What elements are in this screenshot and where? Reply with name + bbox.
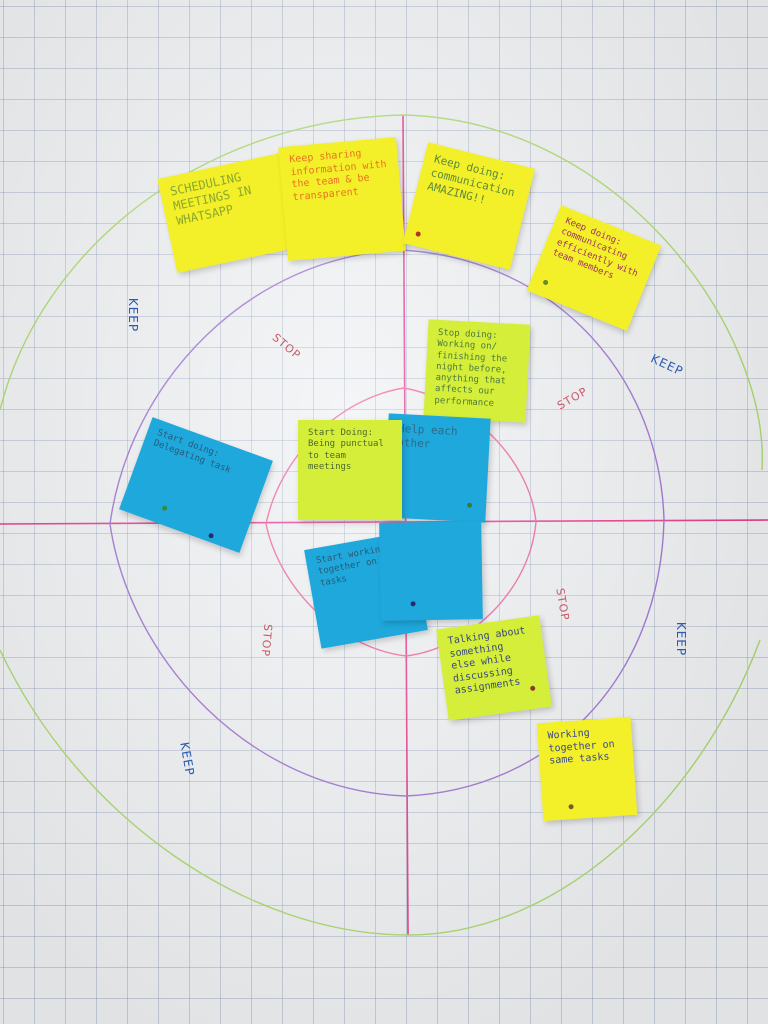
marker-dot	[568, 804, 574, 810]
sticky-note-text: Start Doing: Being punctual to team meet…	[308, 428, 384, 472]
marker-dot	[161, 504, 168, 512]
inner-ring	[265, 387, 537, 657]
marker-dot	[415, 231, 422, 238]
sticky-note-start-doing: Start Doing: Being punctual to team meet…	[298, 420, 402, 520]
sticky-note-text: SCHEDULING MEETINGS IN WHATSAPP	[168, 169, 253, 228]
sticky-note-working-together: Working together on same tasks	[536, 716, 638, 822]
marker-dot	[466, 502, 473, 508]
middle-ring	[109, 249, 665, 797]
marker-dot	[529, 685, 536, 692]
marker-dot	[410, 601, 416, 607]
marker-dot	[207, 532, 215, 539]
sticky-note-sharing: Keep sharing information with the team &…	[278, 137, 406, 261]
marker-dot	[542, 279, 549, 286]
sticky-note-talking: Talking about something else while discu…	[436, 615, 552, 721]
sticky-note-stop-doing: Stop doing: Working on/ finishing the ni…	[423, 319, 531, 423]
sticky-note-text: Keep doing: communication AMAZING!!	[426, 152, 517, 207]
sticky-note-text: Stop doing: Working on/ finishing the ni…	[434, 327, 508, 409]
keep-label-top-left: KEEP	[126, 297, 141, 333]
sticky-note-text: Working together on same tasks	[547, 727, 615, 767]
sticky-note-text: Talking about something else while discu…	[447, 625, 527, 697]
sticky-note-blue-center	[379, 521, 483, 621]
sticky-note-text: Keep sharing information with the team &…	[288, 148, 387, 203]
outer-ring	[0, 114, 763, 936]
sticky-note-text: Help each other	[396, 421, 458, 451]
keep-label-bottom-right: KEEP	[674, 621, 689, 657]
